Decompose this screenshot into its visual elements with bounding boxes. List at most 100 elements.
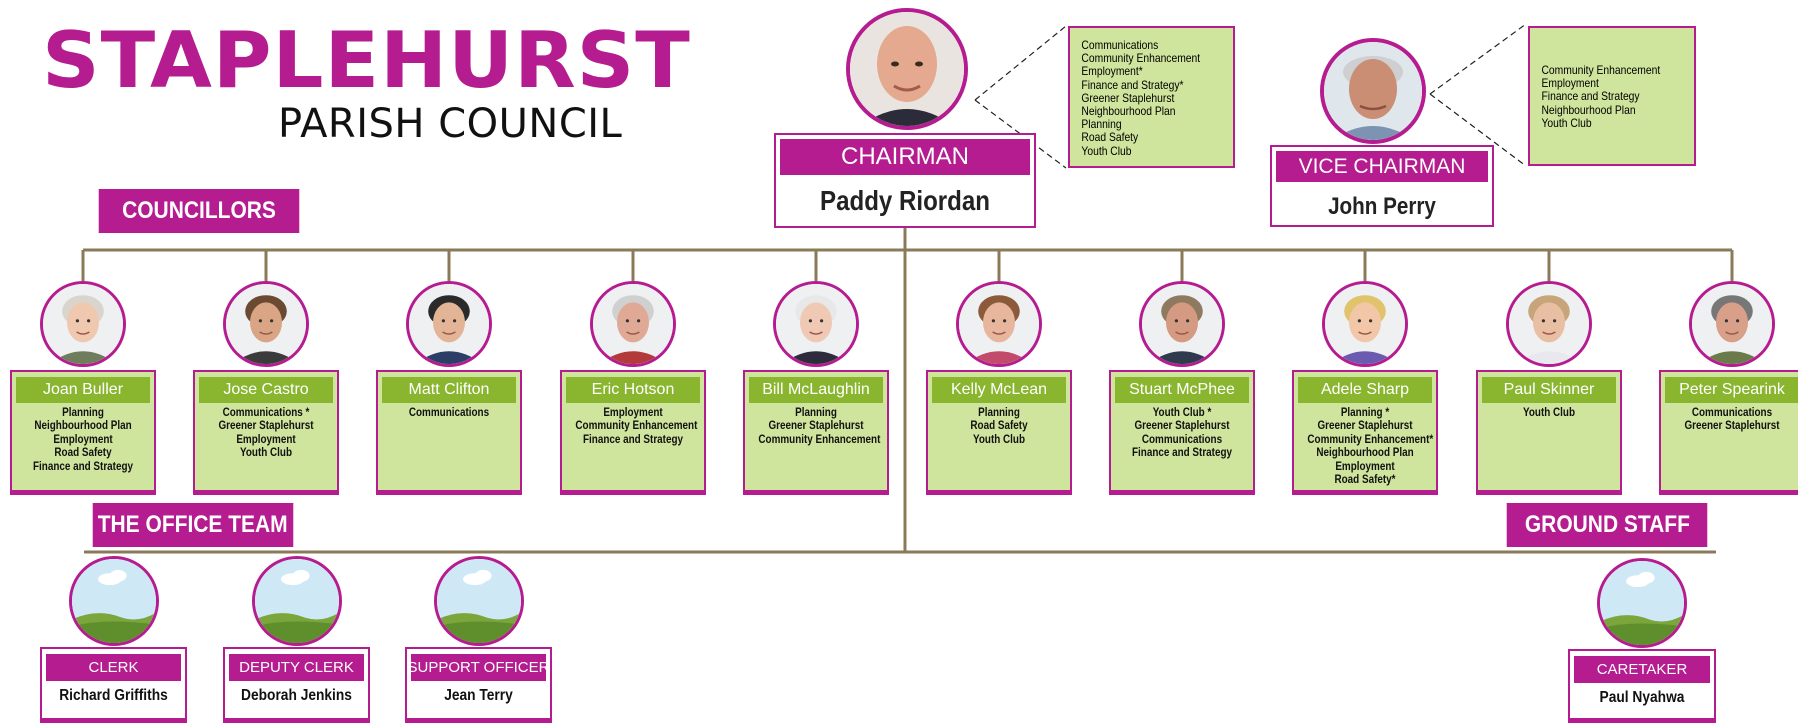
councillor-name: Stuart McPhee xyxy=(1115,377,1249,403)
staff-title: CLERK xyxy=(46,654,181,681)
councillor-roles: Youth Club xyxy=(1482,407,1616,420)
landscape-placeholder-icon xyxy=(1600,561,1684,645)
role-item: Road Safety xyxy=(54,447,112,460)
role-item: Road Safety* xyxy=(1334,474,1396,487)
councillor-portrait xyxy=(40,281,126,367)
role-item: Planning xyxy=(978,407,1020,419)
role-item: Employment xyxy=(1335,460,1395,473)
councillor-name: Bill McLaughlin xyxy=(749,377,883,403)
role-item: Youth Club xyxy=(1081,143,1132,158)
role-item: Youth Club xyxy=(972,433,1026,446)
staff-portrait xyxy=(433,556,524,646)
role-item: Communications xyxy=(1141,433,1223,446)
councillor-portrait xyxy=(406,281,492,367)
role-item: Finance and Strategy xyxy=(1131,447,1233,460)
person-portrait-icon xyxy=(409,284,489,364)
staff-title: SUPPORT OFFICER xyxy=(408,654,549,681)
role-item: Community Enhancement xyxy=(575,420,698,433)
role-item: Greener Staplehurst xyxy=(218,420,314,433)
landscape-placeholder-icon xyxy=(71,559,156,643)
role-item: Employment xyxy=(603,407,663,419)
councillor-portrait xyxy=(773,281,859,367)
role-item: Community Enhancement xyxy=(1081,51,1201,66)
councillor-portrait xyxy=(956,281,1042,367)
councillor-name: Paul Skinner xyxy=(1482,377,1616,403)
role-item: Finance and Strategy xyxy=(32,460,134,473)
role-item: Greener Staplehurst xyxy=(1081,90,1175,105)
role-item: Youth Club xyxy=(1522,407,1576,419)
landscape-placeholder-icon xyxy=(436,559,521,643)
connector-line xyxy=(1429,93,1527,167)
role-item: Communications * xyxy=(222,407,310,419)
councillor-portrait xyxy=(1322,281,1408,367)
councillor-name: Kelly McLean xyxy=(932,377,1066,403)
person-portrait-icon xyxy=(776,284,856,364)
role-item: Employment xyxy=(53,433,113,446)
councillor-portrait xyxy=(1139,281,1225,367)
role-item: Neighbourhood Plan xyxy=(1541,102,1636,117)
role-item: Road Safety xyxy=(1081,130,1139,145)
person-portrait-icon xyxy=(959,284,1039,364)
staff-portrait xyxy=(1597,558,1687,648)
staff-title: CARETAKER xyxy=(1574,656,1710,683)
person-portrait-icon xyxy=(1509,284,1589,364)
role-item: Neighbourhood Plan xyxy=(1316,447,1414,460)
role-item: Greener Staplehurst xyxy=(768,420,864,433)
role-item: Employment xyxy=(236,433,296,446)
role-item: Community Enhancement xyxy=(758,433,881,446)
councillor-name: Joan Buller xyxy=(16,377,150,403)
role-item: Finance and Strategy xyxy=(1541,89,1640,104)
chairman-title: CHAIRMAN xyxy=(780,139,1030,175)
councillor-portrait xyxy=(1506,281,1592,367)
person-portrait-icon xyxy=(1142,284,1222,364)
section-office-team-label: THE OFFICE TEAM xyxy=(98,511,288,538)
role-item: Communications xyxy=(1691,407,1773,419)
councillor-name: Eric Hotson xyxy=(566,377,700,403)
role-item: Planning xyxy=(1081,117,1122,132)
role-item: Youth Club * xyxy=(1152,407,1212,419)
vice-chairman-title: VICE CHAIRMAN xyxy=(1276,151,1488,182)
role-item: Greener Staplehurst xyxy=(1317,420,1413,433)
person-portrait-icon xyxy=(226,284,306,364)
person-portrait-icon xyxy=(593,284,673,364)
logo-subtitle: PARISH COUNCIL xyxy=(278,101,623,147)
role-item: Greener Staplehurst xyxy=(1134,420,1230,433)
connector-line xyxy=(974,99,1067,169)
vice-chairman-name: John Perry xyxy=(1328,193,1436,220)
staff-portrait xyxy=(251,556,342,646)
role-item: Community Enhancement* xyxy=(1307,433,1434,446)
role-item: Finance and Strategy* xyxy=(1081,77,1184,92)
councillor-portrait xyxy=(590,281,676,367)
role-item: Youth Club xyxy=(1541,115,1592,130)
role-item: Youth Club xyxy=(239,447,293,460)
role-item: Planning xyxy=(62,407,104,419)
councillor-roles: Communications xyxy=(382,407,516,420)
person-portrait-icon xyxy=(1325,284,1405,364)
bald-man-portrait-icon xyxy=(850,12,964,126)
councillor-portrait xyxy=(223,281,309,367)
role-item: Greener Staplehurst xyxy=(1684,420,1780,433)
person-portrait-icon xyxy=(1692,284,1772,364)
role-item: Neighbourhood Plan xyxy=(34,420,132,433)
section-councillors-label: COUNCILLORS xyxy=(122,197,276,224)
councillor-name: Jose Castro xyxy=(199,377,333,403)
